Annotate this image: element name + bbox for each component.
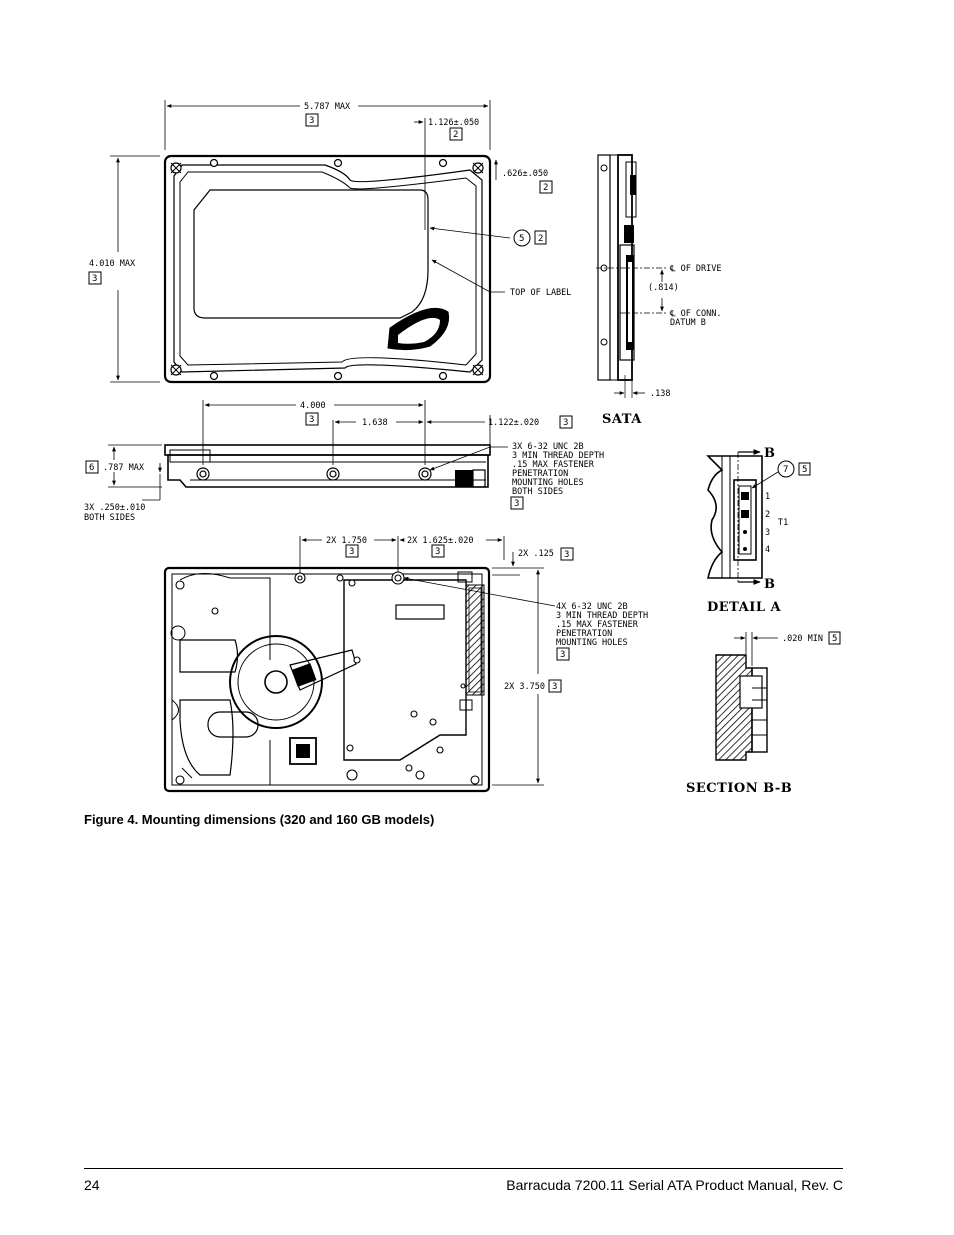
bottom-holes-ref: 3 (560, 650, 565, 660)
top-height-ref: 3 (92, 274, 97, 284)
sata-offset-label: (.814) (648, 283, 679, 293)
top-view-labels: 5.787 MAX 3 1.126±.050 2 .626±.050 2 4.0… (89, 102, 571, 298)
top-height-label: 4.010 MAX (89, 259, 136, 269)
side-view-labels: 4.000 3 1.638 1.122±.020 3 6 .787 MAX 3X… (84, 401, 604, 523)
sata-title: SATA (602, 412, 642, 427)
detail-callout: 7 (783, 465, 788, 475)
top-width-ref: 3 (309, 116, 314, 126)
conn-center-label: ℄ OF CONN. (669, 309, 722, 319)
top-view (88, 100, 553, 384)
document-title: Barracuda 7200.11 Serial ATA Product Man… (506, 1177, 843, 1193)
bottom-edge-ref: 3 (564, 550, 569, 560)
detail-callout-ref: 5 (802, 465, 807, 475)
section-gap-ref: 5 (832, 634, 837, 644)
top-edge-label: .626±.050 (502, 169, 548, 179)
side-inner-spacing: 1.638 (362, 418, 388, 428)
page-number: 24 (84, 1177, 100, 1193)
side-height-ref: 6 (89, 463, 94, 473)
pin-3: 3 (765, 528, 770, 538)
detail-a-title: DETAIL A (707, 600, 781, 615)
bottom-view (163, 536, 574, 793)
label-callout-ref: 2 (538, 234, 543, 244)
section-bb (715, 631, 841, 761)
drive-center-label: ℄ OF DRIVE (669, 264, 722, 274)
bottom-holes-note-1: 4X 6-32 UNC 2B (556, 602, 628, 612)
side-spacing-label: 4.000 (300, 401, 326, 411)
bottom-view-labels: 2X 1.750 3 2X 1.625±.020 3 2X .125 3 4X … (326, 536, 648, 692)
top-of-label-text: TOP OF LABEL (510, 288, 571, 298)
bottom-height-ref: 3 (552, 682, 557, 692)
sata-end-view (596, 154, 666, 398)
side-hole-note-2: BOTH SIDES (84, 513, 135, 523)
thickness-label: .138 (650, 389, 670, 399)
datum-b-label: DATUM B (670, 318, 706, 328)
bottom-spacing-a-ref: 3 (349, 547, 354, 557)
bottom-spacing-b: 2X 1.625±.020 (407, 536, 474, 546)
pin-2: 2 (765, 510, 770, 520)
bottom-holes-note-3: .15 MAX FASTENER (556, 620, 639, 630)
bottom-height-label: 2X 3.750 (504, 682, 545, 692)
top-width-label: 5.787 MAX (304, 102, 351, 112)
side-holes-note-4: PENETRATION (512, 469, 568, 479)
side-view (85, 400, 573, 510)
side-end-label: 1.122±.020 (488, 418, 539, 428)
top-offset-ref: 2 (453, 130, 458, 140)
side-hole-note-1: 3X .250±.010 (84, 503, 145, 513)
section-bb-labels: .020 MIN 5 SECTION B-B (686, 634, 837, 796)
side-end-ref: 3 (563, 418, 568, 428)
side-height-label: .787 MAX (103, 463, 145, 473)
mounting-dimensions-drawing: 5.787 MAX 3 1.126±.050 2 .626±.050 2 4.0… (84, 100, 841, 796)
pin-4: 4 (765, 545, 770, 555)
side-spacing-ref: 3 (309, 415, 314, 425)
section-bb-title: SECTION B-B (686, 781, 792, 796)
top-offset-label: 1.126±.050 (428, 118, 479, 128)
bottom-spacing-b-ref: 3 (435, 547, 440, 557)
bottom-holes-note-4: PENETRATION (556, 629, 612, 639)
label-callout: 5 (519, 234, 524, 244)
side-holes-note-6: BOTH SIDES (512, 487, 563, 497)
pin-1: 1 (765, 492, 770, 502)
side-holes-note-5: MOUNTING HOLES (512, 478, 584, 488)
bottom-holes-note-5: MOUNTING HOLES (556, 638, 628, 648)
side-holes-note-3: .15 MAX FASTENER (512, 460, 595, 470)
footer-rule (84, 1168, 843, 1169)
side-holes-note-1: 3X 6-32 UNC 2B (512, 442, 584, 452)
section-marker-top: B (764, 446, 776, 461)
pin-group: T1 (778, 518, 788, 528)
side-holes-ref: 3 (514, 499, 519, 509)
section-gap-label: .020 MIN (782, 634, 823, 644)
side-holes-note-2: 3 MIN THREAD DEPTH (512, 451, 604, 461)
bottom-edge-label: 2X .125 (518, 549, 554, 559)
top-edge-ref: 2 (543, 183, 548, 193)
bottom-holes-note-2: 3 MIN THREAD DEPTH (556, 611, 648, 621)
bottom-spacing-a: 2X 1.750 (326, 536, 367, 546)
figure-caption: Figure 4. Mounting dimensions (320 and 1… (84, 812, 435, 827)
section-marker-bottom: B (764, 577, 776, 592)
sata-labels: ℄ OF DRIVE (.814) ℄ OF CONN. DATUM B .13… (602, 264, 722, 427)
detail-a (706, 449, 811, 585)
detail-a-labels: B B 7 5 1 2 3 4 T1 DETAIL A (707, 446, 807, 615)
